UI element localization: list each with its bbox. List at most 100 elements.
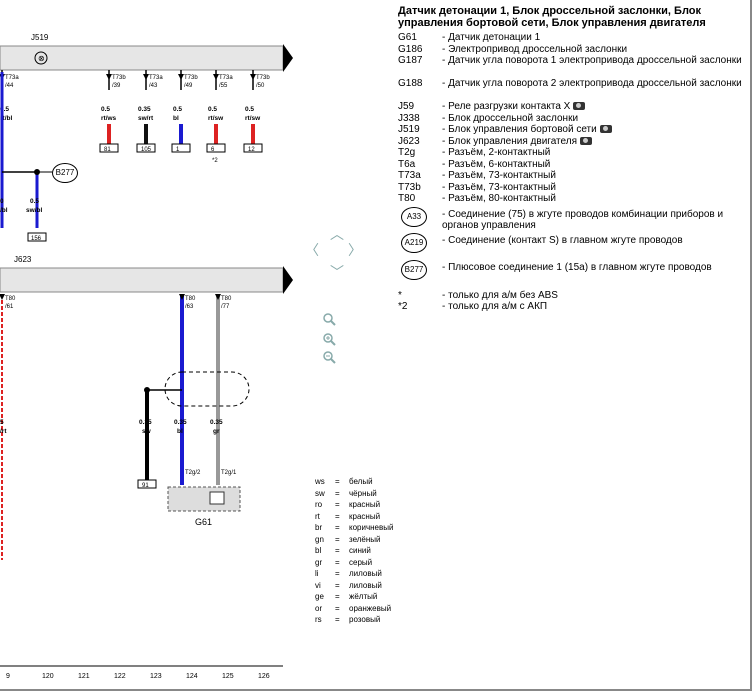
color-name: красный	[349, 500, 381, 509]
connection-desc: - Соединение (75) в жгуте проводов комби…	[442, 208, 724, 231]
equals-sign: =	[335, 477, 340, 486]
equals-sign: =	[335, 580, 340, 590]
j519-label: J519	[31, 33, 49, 42]
term-box	[137, 479, 157, 489]
color-abbr: ro	[315, 500, 323, 509]
left-cut-color: /rt	[0, 428, 7, 435]
color-abbr: br	[315, 523, 323, 532]
wire-size: 0.5	[0, 106, 9, 113]
j623-label: J623	[14, 255, 32, 264]
legend-desc: - только для а/м без ABS	[442, 289, 558, 301]
wire-color: rt/bl	[0, 115, 12, 122]
legend-code: T73b	[398, 181, 421, 193]
zoom-out-icon[interactable]	[322, 350, 336, 364]
wire-size: 0.5	[208, 106, 217, 113]
pin-number: /49	[184, 83, 193, 89]
connection-desc: - Соединение (контакт S) в главном жгуте…	[442, 234, 683, 246]
j623-pin-connector: T80	[221, 296, 232, 302]
color-abbr: rs	[315, 615, 322, 624]
bottom-wire-color: sw	[142, 428, 152, 435]
color-name: розовый	[349, 615, 381, 624]
pin-number: /50	[256, 83, 265, 89]
connection-desc: - Плюсовое соединение 1 (15a) в главном …	[442, 261, 712, 273]
term-number: 105	[141, 147, 152, 153]
equals-sign: =	[335, 557, 340, 567]
nav-left-button[interactable]: 〈	[305, 242, 319, 258]
term-box	[206, 143, 226, 153]
j623-bar	[0, 267, 284, 293]
ground-symbol-icon	[34, 51, 48, 65]
legend-desc: - Датчик угла поворота 1 электропривода …	[442, 55, 742, 66]
j623-pin-arrow	[215, 294, 221, 300]
color-abbr: vi	[315, 580, 321, 590]
wire-color: rt/sw	[208, 115, 224, 122]
legend-code: J519	[398, 124, 420, 135]
legend-desc: - только для а/м с АКП	[442, 301, 548, 312]
nav-down-button[interactable]: ﹀	[330, 264, 344, 280]
equals-sign: =	[335, 488, 340, 498]
j623-arrow	[283, 266, 293, 294]
left-cut-size: 5	[0, 419, 4, 426]
legend-desc: - Блок управления двигателя	[442, 136, 747, 147]
b277-connector[interactable]: B277	[52, 163, 78, 183]
pin-connector: T73a	[149, 75, 163, 81]
zoom-fit-icon[interactable]	[322, 312, 336, 326]
legend-code: T6a	[398, 158, 416, 170]
pin-number: /44	[5, 83, 14, 89]
connection-badge: B277	[401, 259, 427, 280]
pin-connector: T73a	[219, 75, 233, 81]
g61-label: G61	[195, 517, 212, 527]
legend-code: G188	[398, 78, 423, 89]
legend-code: *2	[398, 301, 408, 312]
legend-code: T73a	[398, 170, 421, 181]
zoom-in-icon[interactable]	[322, 332, 336, 346]
color-abbr: bl	[315, 546, 322, 555]
nav-up-button[interactable]: ︿	[330, 226, 344, 242]
equals-sign: =	[335, 615, 340, 624]
camera-icon[interactable]	[580, 136, 592, 145]
legend-desc: - Разъём, 73-контактный	[442, 170, 556, 181]
legend-code: J623	[398, 135, 420, 147]
g61-element	[209, 491, 225, 505]
pin-arrow	[143, 74, 149, 80]
scale-number: 121	[78, 673, 90, 680]
connection-badge: A219	[401, 232, 427, 253]
pin-arrow	[213, 74, 219, 80]
pin-arrow	[178, 74, 184, 80]
wire-size: 0.5	[245, 106, 254, 113]
legend-code: *	[398, 289, 402, 301]
j519-arrow	[283, 44, 293, 72]
term-number: 6	[211, 147, 215, 153]
j623-pin-arrow	[179, 294, 185, 300]
legend-code: T80	[398, 193, 416, 204]
wire-size: 0.35	[138, 106, 151, 113]
wire-size: 0.5	[101, 106, 110, 113]
nav-right-button[interactable]: 〉	[348, 242, 362, 258]
legend-desc: - Блок дроссельной заслонки	[442, 112, 579, 124]
connection-badge: A33	[401, 206, 427, 227]
scale-number: 122	[114, 673, 126, 680]
legend-desc: - Реле разгрузки контакта X	[442, 101, 747, 112]
legend-title: Датчик детонации 1, Блок дроссельной зас…	[398, 5, 706, 29]
scale-number: 126	[258, 673, 270, 680]
pin-connector: T73b	[256, 75, 270, 81]
legend-desc: - Датчик детонации 1	[442, 32, 541, 43]
color-name: зелёный	[349, 534, 381, 544]
scale-number: 9	[6, 673, 10, 680]
legend-desc: - Блок управления бортовой сети	[442, 124, 747, 135]
legend-desc: - Разъём, 2-контактный	[442, 147, 551, 158]
term-box	[136, 143, 156, 153]
wire-color: rt/ws	[101, 115, 117, 122]
bottom-wire-color: gr	[213, 428, 220, 435]
term-number: 91	[142, 483, 149, 489]
left-wire-size: 0.5	[30, 198, 39, 205]
legend-code: J338	[398, 112, 420, 124]
camera-icon[interactable]	[599, 125, 612, 134]
color-abbr: rt	[315, 511, 320, 521]
color-abbr: gn	[315, 534, 324, 544]
color-name: жёлтый	[349, 592, 378, 601]
pin-connector: T73a	[5, 75, 19, 81]
wire-size: 0.5	[173, 106, 182, 113]
term-box	[171, 143, 191, 153]
camera-icon[interactable]	[573, 102, 586, 111]
